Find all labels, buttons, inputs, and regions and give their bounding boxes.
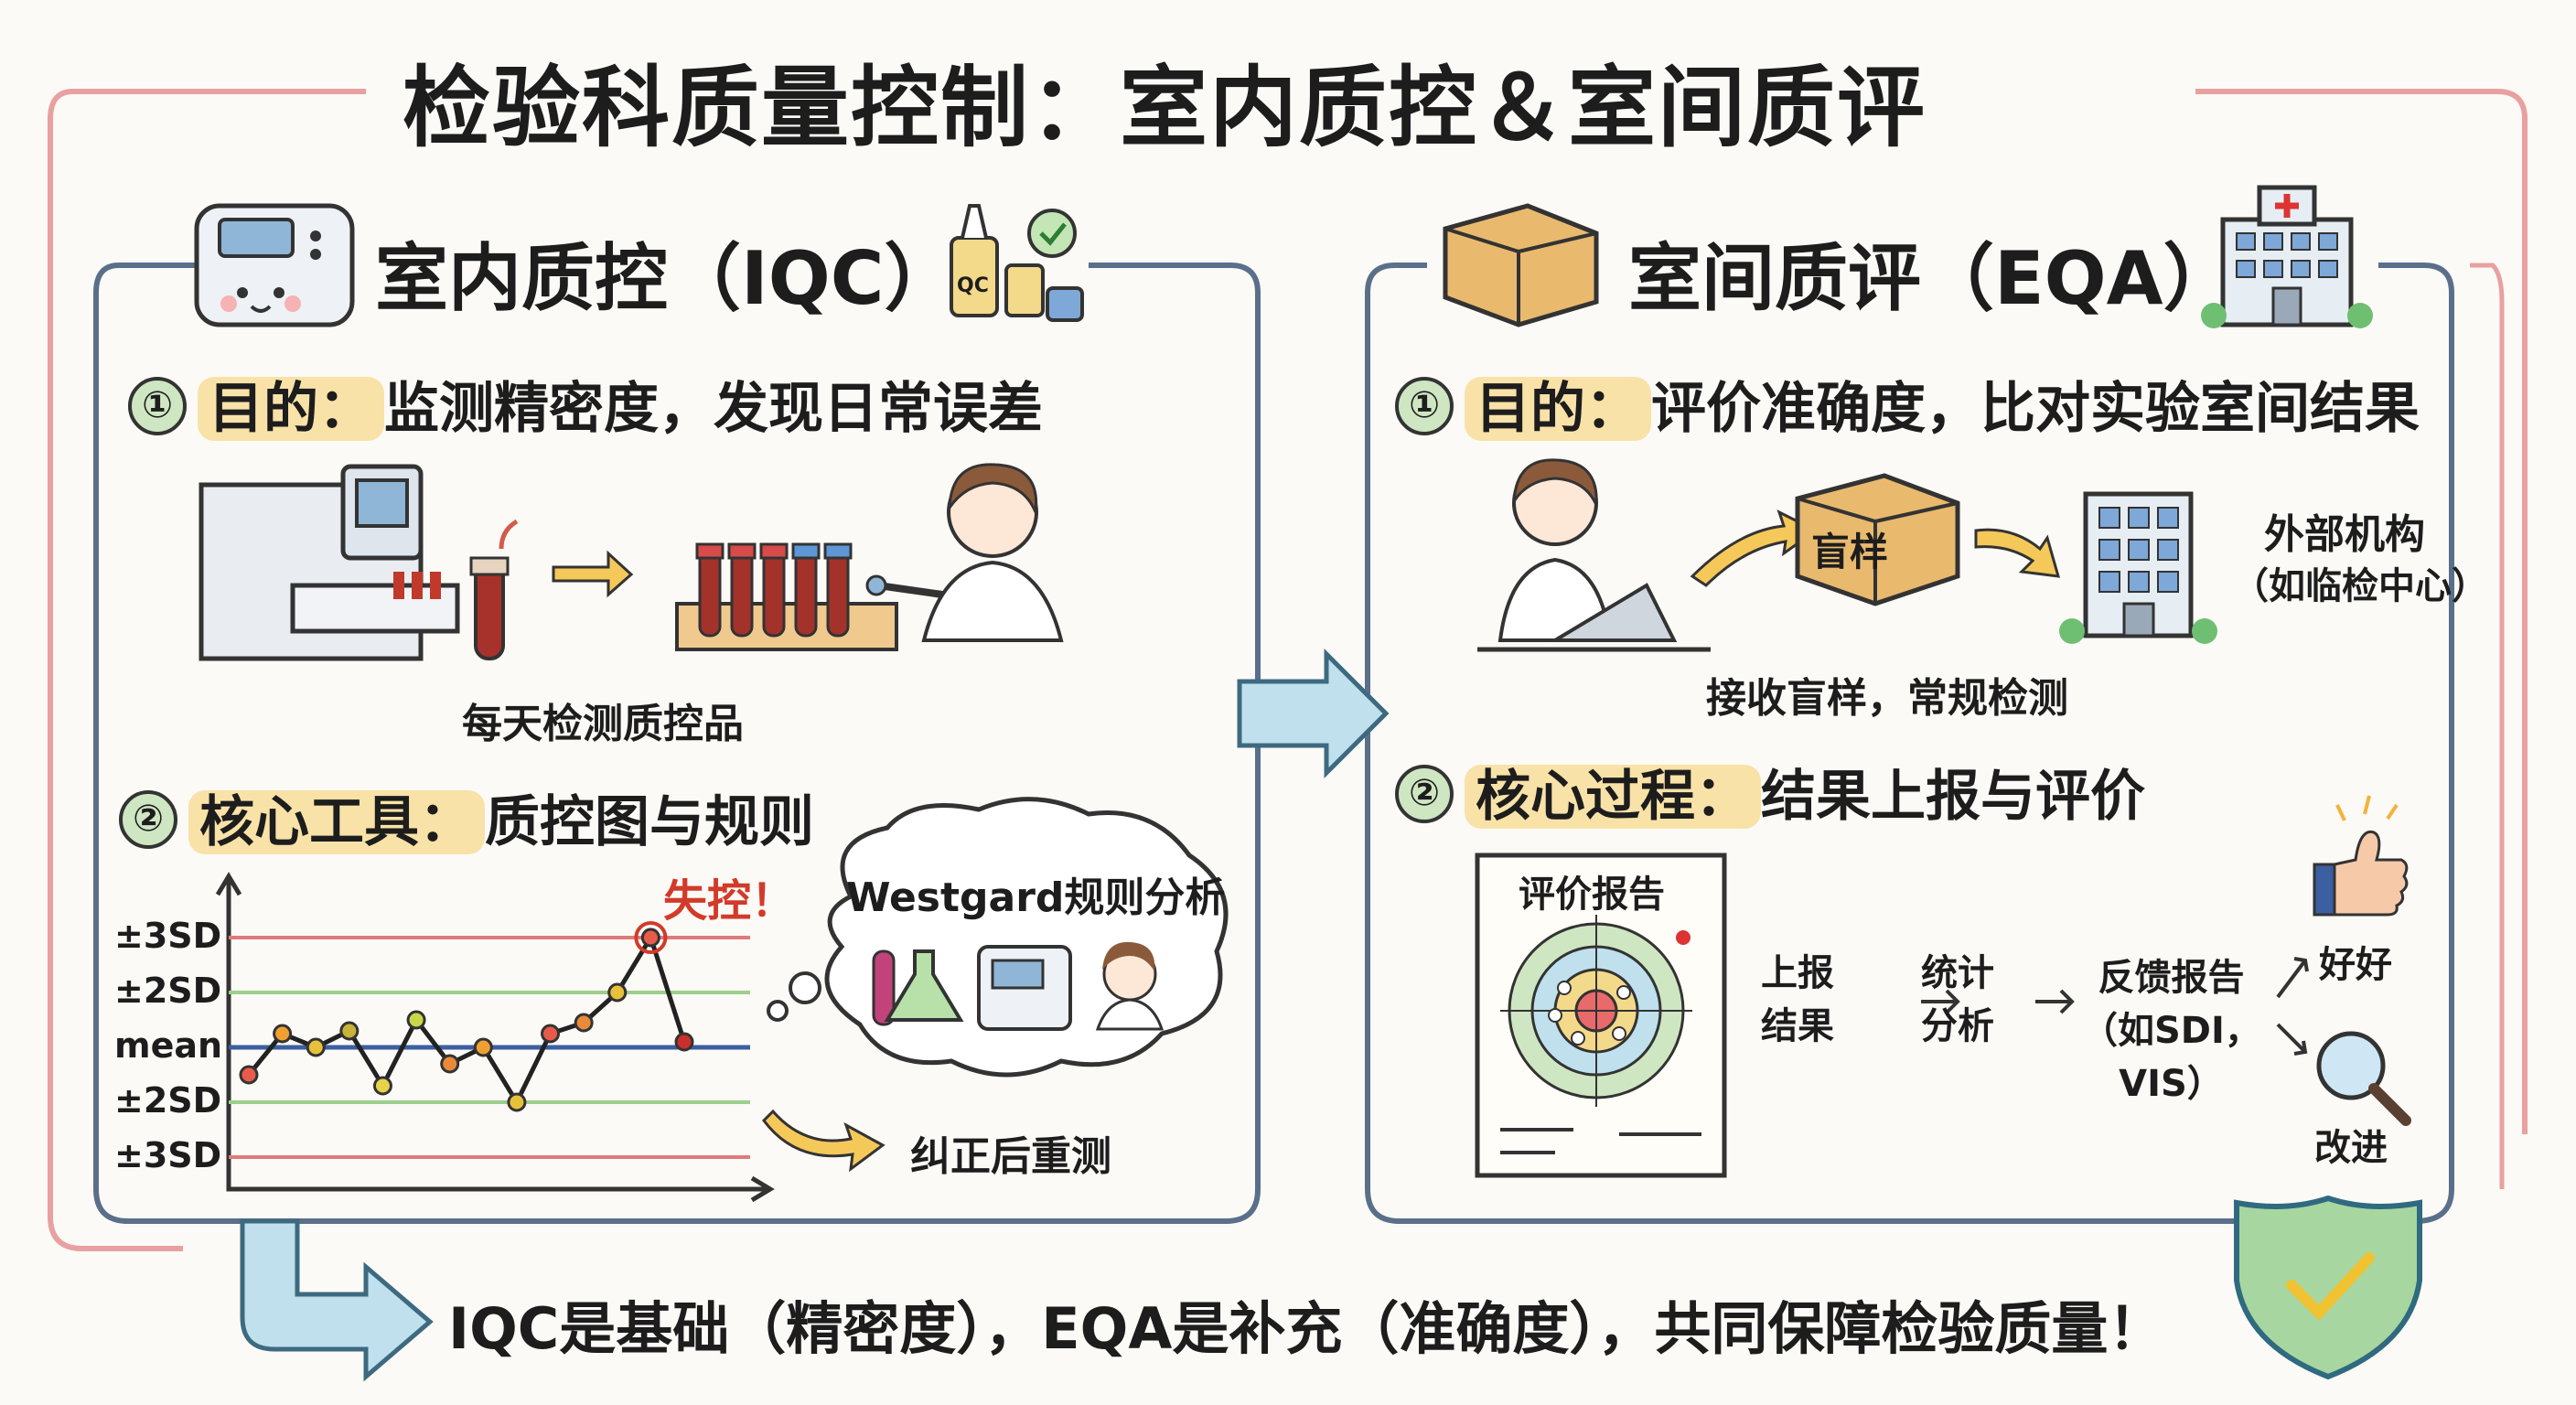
page-title: 检验科质量控制：室内质控＆室间质评 <box>402 57 1927 159</box>
sample-tube-icon <box>469 519 519 660</box>
summary-arrow <box>240 1218 434 1382</box>
iqc-tool-text: 质控图与规则 <box>485 790 814 854</box>
eqa-process-number: ② <box>1395 765 1454 824</box>
chart-y-tick-label: ±3SD <box>114 1135 222 1175</box>
flow-good-label: 好好 <box>2319 944 2392 986</box>
westgard-label: Westgard规则分析 <box>846 874 1226 921</box>
iqc-purpose-number: ① <box>128 377 187 436</box>
qc-bottles-icon <box>950 204 1084 322</box>
eqa-technician <box>1477 458 1711 652</box>
external-building-icon <box>2059 491 2217 644</box>
flow-step-stat: 统计 分析 <box>1921 947 1994 1053</box>
chart-series-line <box>247 932 687 1108</box>
chart-data-point <box>406 1010 426 1030</box>
chart-data-point <box>372 1076 392 1096</box>
iqc-tool-number: ② <box>119 790 177 850</box>
lab-technician <box>865 463 1064 642</box>
flow-arrow-big <box>1237 648 1390 779</box>
flow-step3-line2: （如SDI， <box>2081 1010 2261 1052</box>
report-title: 评价报告 <box>1519 874 1665 916</box>
process-arrow-1 <box>552 550 634 598</box>
flow-step-feedback: 反馈报告 （如SDI， VIS） <box>2081 951 2261 1110</box>
iqc-frame <box>93 263 1261 1224</box>
correction-label: 纠正后重测 <box>910 1133 1111 1180</box>
chart-axes <box>226 878 768 1192</box>
correction-arrow <box>762 1109 886 1173</box>
iqc-panel-title: 室内质控（IQC） <box>375 236 958 321</box>
flow-arrow-b <box>2035 989 2075 1014</box>
chart-out-of-control-marker <box>634 921 668 954</box>
process-arrow-3 <box>1974 528 2061 578</box>
flow-step-report: 上报 结果 <box>1761 947 1834 1053</box>
flow-step2-line2: 分析 <box>1921 1005 1994 1047</box>
chart-data-point <box>574 1013 594 1033</box>
chart-data-point <box>440 1054 460 1074</box>
chart-data-point <box>239 1065 259 1085</box>
chart-data-point <box>607 982 628 1003</box>
flow-arrow-a <box>1921 989 1960 1014</box>
external-org-line2: （如临检中心） <box>2232 565 2488 607</box>
chart-y-tick-label: ±3SD <box>114 916 222 956</box>
eqa-purpose-text: 评价准确度，比对实验室间结果 <box>1651 377 2420 441</box>
chart-data-point <box>306 1037 326 1057</box>
flow-step1-line2: 结果 <box>1761 1005 1834 1047</box>
chart-data-point <box>541 1024 561 1044</box>
thumbs-up-icon <box>2313 795 2409 917</box>
iqc-daily-caption: 每天检测质控品 <box>462 701 744 747</box>
tube-rack <box>675 542 898 651</box>
hospital-icon <box>2201 185 2373 328</box>
flow-step1-line1: 上报 <box>1761 952 1834 994</box>
summary-statement: IQC是基础（精密度），EQA是补充（准确度），共同保障检验质量！ <box>448 1295 2165 1362</box>
flow-step3-line1: 反馈报告 <box>2098 957 2245 999</box>
shield-check-icon <box>2234 1195 2422 1380</box>
flow-improve-label: 改进 <box>2314 1127 2388 1169</box>
out-of-control-label: 失控！ <box>663 875 796 927</box>
flow-step2-line1: 统计 <box>1921 952 1994 994</box>
eqa-purpose-label: 目的： <box>1465 377 1651 441</box>
analyzer-machine <box>199 464 460 661</box>
eqa-process-text: 结果上报与评价 <box>1761 765 2145 829</box>
evaluation-report <box>1475 853 1727 1178</box>
westgard-thought-bubble <box>767 797 1229 1078</box>
chart-data-point <box>339 1021 360 1041</box>
eqa-receive-caption: 接收盲样，常规检测 <box>1706 675 2068 722</box>
chart-data-point <box>473 1037 493 1057</box>
iqc-purpose-text: 监测精密度，发现日常误差 <box>384 377 1043 441</box>
blind-sample-label: 盲样 <box>1811 530 1889 574</box>
magnifier-icon <box>2316 1031 2411 1126</box>
chart-data-point <box>674 1032 694 1052</box>
flow-step3-line3: VIS） <box>2119 1063 2224 1105</box>
iqc-purpose-label: 目的： <box>198 377 384 441</box>
chart-data-point <box>273 1024 293 1044</box>
eqa-purpose-number: ① <box>1395 377 1454 436</box>
iqc-tool-label: 核心工具： <box>188 790 485 854</box>
eqa-process-label: 核心过程： <box>1465 765 1761 829</box>
box-icon <box>1443 203 1599 327</box>
external-org-line1: 外部机构 <box>2264 511 2425 558</box>
outer-frame-right <box>2195 89 2528 1134</box>
analyzer-icon <box>194 203 355 327</box>
flow-arrow-improve <box>2276 1023 2308 1056</box>
chart-axis-arrowheads <box>215 872 775 1203</box>
chart-y-tick-label: mean <box>114 1025 223 1066</box>
chart-y-tick-label: ±2SD <box>114 1080 222 1121</box>
chart-y-tick-label: ±2SD <box>114 971 222 1011</box>
chart-data-point <box>507 1092 527 1112</box>
blind-sample-box <box>1795 473 1960 606</box>
qc-bottle-label: QC <box>957 274 989 297</box>
flow-arrow-good <box>2276 957 2309 999</box>
eqa-panel-title: 室间质评（EQA） <box>1628 236 2237 321</box>
chart-data-point <box>640 928 660 948</box>
outer-frame-left <box>48 89 366 1251</box>
